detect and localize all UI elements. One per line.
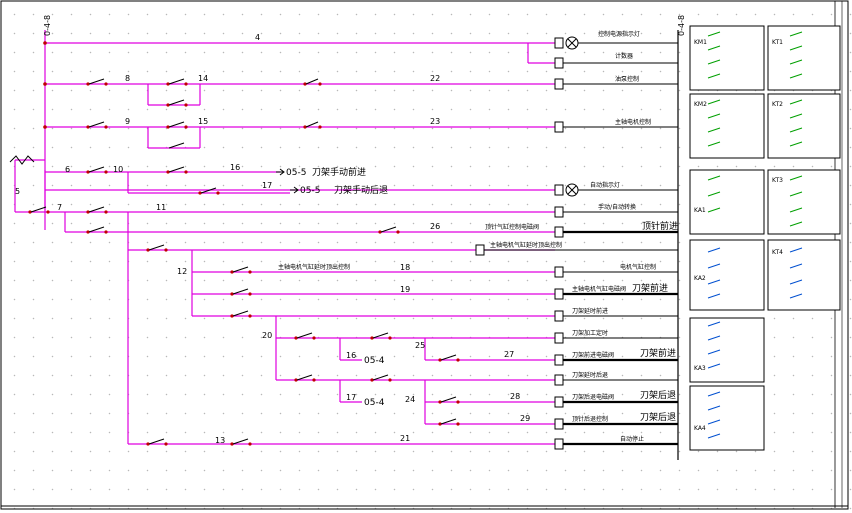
coils <box>475 36 579 450</box>
ref-label: 05-4 <box>364 398 385 408</box>
wire-number: 15 <box>198 117 208 126</box>
wire-number: 27 <box>504 350 514 359</box>
wire-number: 17 <box>262 181 272 190</box>
arrow-icon <box>290 186 299 194</box>
thermal-relay-icon <box>9 155 35 165</box>
reference-tiles: KM1 KT1 KM2 KT2 KA1 KT3 KA2 KT4 KA3 KA4 <box>689 25 841 451</box>
tile-label: KA2 <box>694 275 706 282</box>
wire-number: 29 <box>520 414 530 423</box>
wire-number: 19 <box>400 285 410 294</box>
wire-number: 17 <box>346 393 356 402</box>
tile-label: KT4 <box>772 249 783 256</box>
wire-number: 5 <box>15 187 20 196</box>
branch-descriptions: 控制电源指示灯 计数器 油泵控制 主轴电机控制 自动指示灯 手动/自动转换 顶针… <box>278 30 656 443</box>
wire-number: 12 <box>177 267 187 276</box>
ref-label: 05-5 <box>286 168 306 178</box>
desc-text: 自动停止 <box>620 435 644 443</box>
tile-label: KT1 <box>772 39 783 46</box>
wire-number: 20 <box>262 331 272 340</box>
wires <box>14 42 555 445</box>
right-note: 刀架后退 <box>640 412 676 423</box>
desc-text: 控制电源指示灯 <box>598 30 640 38</box>
branch-text: 刀架手动后退 <box>334 184 388 196</box>
desc-text: 电机气缸控制 <box>620 263 656 271</box>
branch-text: 刀架手动前进 <box>312 166 366 178</box>
wire-number: 7 <box>57 203 62 212</box>
right-rail-label: 0-4-8 <box>677 15 686 36</box>
tile-label: KA1 <box>694 207 706 214</box>
wire-number: 22 <box>430 74 440 83</box>
desc-text: 顶针气缸控制电磁阀 <box>485 223 539 231</box>
desc-text: 自动指示灯 <box>590 181 620 189</box>
right-note: 刀架前进 <box>640 347 676 359</box>
wire-number: 11 <box>156 203 166 212</box>
desc-text: 主轴电机气缸延时顶出控制 <box>278 263 350 271</box>
right-note: 顶针前进 <box>642 220 678 232</box>
wire-number: 23 <box>430 117 440 126</box>
wire-number: 4 <box>255 33 260 42</box>
output-lines <box>484 42 678 446</box>
desc-text: 油泵控制 <box>615 75 639 83</box>
wire-number: 6 <box>65 165 70 174</box>
contacts <box>28 41 460 446</box>
desc-text: 主轴电机控制 <box>615 118 651 126</box>
wire-number: 14 <box>198 74 208 83</box>
tile-label: KA3 <box>694 365 706 372</box>
desc-text: 主轴电机气缸电磁阀 <box>572 285 626 293</box>
desc-text: 刀架前进电磁阀 <box>572 351 614 359</box>
left-rail-label: 0-4-8 <box>43 15 52 36</box>
wire-number: 28 <box>510 392 520 401</box>
desc-text: 主轴电机气缸延时顶出控制 <box>490 241 562 249</box>
wire-number: 25 <box>415 341 425 350</box>
ref-label: 05-4 <box>364 356 385 366</box>
wire-numbers: 4 8 14 22 9 15 23 6 10 16 17 5 7 11 26 1… <box>15 33 530 445</box>
tile-label: KT2 <box>772 101 783 108</box>
wire-number: 13 <box>215 436 225 445</box>
wire-number: 16 <box>230 163 240 172</box>
desc-text: 手动/自动转换 <box>598 203 636 211</box>
arrow-icon <box>276 168 285 176</box>
tile-label: KA4 <box>694 425 706 432</box>
tile-label: KM1 <box>694 39 707 46</box>
wire-number: 16 <box>346 351 356 360</box>
desc-text: 顶针后退控制 <box>572 415 608 423</box>
tile-label: KM2 <box>694 101 707 108</box>
wire-number: 26 <box>430 222 440 231</box>
ref-label: 05-5 <box>300 186 320 196</box>
desc-text: 刀架延时后退 <box>572 371 608 379</box>
wire-number: 24 <box>405 395 415 404</box>
desc-text: 计数器 <box>615 52 633 60</box>
desc-text: 刀架后退电磁阀 <box>572 393 614 401</box>
contact-blades <box>30 78 457 445</box>
wire-number: 10 <box>113 165 123 174</box>
right-note: 刀架后退 <box>640 390 676 401</box>
wire-number: 9 <box>125 117 130 126</box>
desc-text: 刀架加工定时 <box>572 329 608 337</box>
wire-number: 18 <box>400 263 410 272</box>
tile-label: KT3 <box>772 177 783 184</box>
right-note: 刀架前进 <box>632 282 668 294</box>
wire-number: 21 <box>400 434 410 443</box>
wire-number: 8 <box>125 74 130 83</box>
desc-text: 刀架延时前进 <box>572 307 608 315</box>
